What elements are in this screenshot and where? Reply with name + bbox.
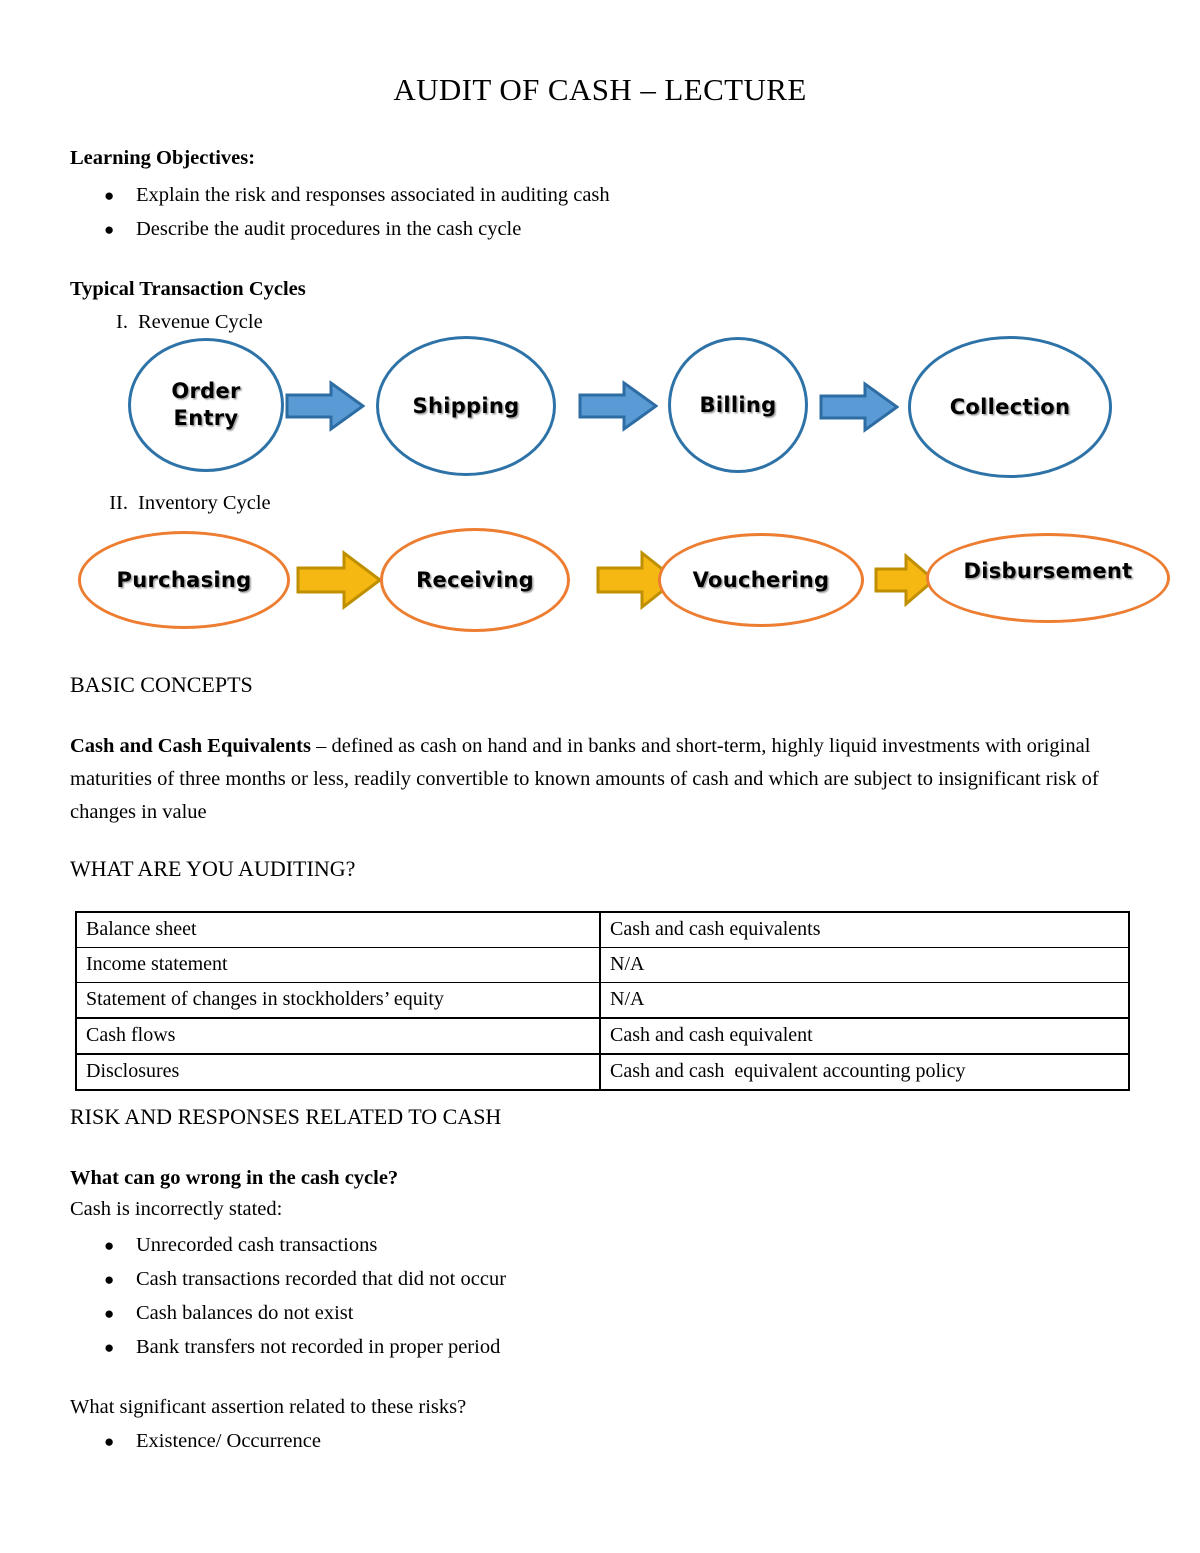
table-cell-statement: Disclosures (75, 1053, 601, 1091)
transaction-cycles-heading: Typical Transaction Cycles (70, 278, 306, 300)
bullet-icon: ● (104, 1270, 115, 1289)
list-item: ● Existence/ Occurrence (104, 1428, 321, 1455)
table-cell-account: Cash and cash equivalent accounting poli… (599, 1053, 1130, 1091)
flow-arrow-2 (578, 380, 659, 437)
right-arrow-icon (874, 552, 937, 608)
bullet-icon: ● (104, 1338, 115, 1357)
cycle-numeral: I. (116, 311, 128, 333)
cash-equivalents-term: Cash and Cash Equivalents (70, 735, 311, 757)
table-row: Cash flows Cash and cash equivalent (75, 1017, 1130, 1055)
table-row: Balance sheet Cash and cash equivalents (75, 911, 1130, 948)
audit-scope-table: Balance sheet Cash and cash equivalents … (75, 911, 1130, 1091)
table-row: Income statement N/A (75, 947, 1130, 983)
table-cell-account: Cash and cash equivalent (599, 1017, 1130, 1055)
table-cell-statement: Balance sheet (75, 911, 601, 948)
list-item-label: Cash balances do not exist (136, 1302, 354, 1324)
flow-node-collection: Collection (908, 336, 1112, 478)
page-title: AUDIT OF CASH – LECTURE (393, 72, 807, 107)
cash-equivalents-definition: Cash and Cash Equivalents – defined as c… (70, 730, 1132, 829)
list-item-label: Describe the audit procedures in the cas… (136, 218, 522, 240)
flow-arrow-4 (296, 550, 383, 615)
right-arrow-icon (596, 549, 679, 611)
right-arrow-icon (285, 380, 366, 432)
table-row: Disclosures Cash and cash equivalent acc… (75, 1053, 1130, 1091)
flow-arrow-3 (819, 381, 900, 438)
flow-node-shipping: Shipping (376, 336, 556, 476)
flow-arrow-6 (874, 552, 937, 612)
flow-arrow-5 (596, 549, 679, 615)
right-arrow-icon (578, 380, 659, 432)
flow-node-disbursement: Disbursement (926, 533, 1170, 623)
list-item-label: Cash transactions recorded that did not … (136, 1268, 507, 1290)
list-item: ● Describe the audit procedures in the c… (104, 216, 521, 243)
table-row: Statement of changes in stockholders’ eq… (75, 982, 1130, 1019)
table-cell-statement: Statement of changes in stockholders’ eq… (75, 982, 601, 1019)
list-item-label: Explain the risk and responses associate… (136, 184, 610, 206)
table-cell-account: N/A (599, 982, 1130, 1019)
basic-concepts-heading: BASIC CONCEPTS (70, 672, 253, 697)
table-cell-account: Cash and cash equivalents (599, 911, 1130, 948)
flow-node-billing: Billing (668, 337, 808, 473)
bullet-icon: ● (104, 220, 115, 239)
flow-node-vouchering: Vouchering (658, 533, 864, 627)
cash-equivalents-text: – defined as cash on hand and in banks a… (70, 735, 1099, 823)
table-cell-statement: Cash flows (75, 1017, 601, 1055)
cycle-label: Inventory Cycle (138, 492, 271, 514)
bullet-icon: ● (104, 1304, 115, 1323)
list-item: ● Unrecorded cash transactions (104, 1232, 377, 1259)
cycle-label: Revenue Cycle (138, 311, 263, 333)
bullet-icon: ● (104, 1236, 115, 1255)
list-item-label: Bank transfers not recorded in proper pe… (136, 1336, 501, 1358)
flow-node-order-entry: Order Entry (128, 338, 284, 472)
list-item: ● Cash balances do not exist (104, 1300, 353, 1327)
cycle-list-item-revenue: I. Revenue Cycle (100, 309, 263, 335)
bullet-icon: ● (104, 1432, 115, 1451)
list-item-label: Existence/ Occurrence (136, 1430, 321, 1452)
flow-arrow-1 (285, 380, 366, 437)
risk-question-2: What significant assertion related to th… (70, 1396, 467, 1418)
cycle-list-item-inventory: II. Inventory Cycle (100, 490, 271, 516)
learning-objectives-heading: Learning Objectives: (70, 147, 256, 169)
table-cell-account: N/A (599, 947, 1130, 983)
right-arrow-icon (296, 550, 383, 610)
table-cell-statement: Income statement (75, 947, 601, 983)
bullet-icon: ● (104, 186, 115, 205)
right-arrow-icon (819, 381, 900, 433)
risk-lead-in: Cash is incorrectly stated: (70, 1198, 283, 1220)
what-are-you-auditing-heading: WHAT ARE YOU AUDITING? (70, 856, 356, 881)
flow-node-receiving: Receiving (380, 528, 570, 632)
risk-question-1: What can go wrong in the cash cycle? (70, 1167, 399, 1189)
list-item: ● Explain the risk and responses associa… (104, 182, 610, 209)
list-item-label: Unrecorded cash transactions (136, 1234, 378, 1256)
risk-responses-heading: RISK AND RESPONSES RELATED TO CASH (70, 1104, 502, 1129)
list-item: ● Cash transactions recorded that did no… (104, 1266, 506, 1293)
cycle-numeral: II. (109, 492, 128, 514)
list-item: ● Bank transfers not recorded in proper … (104, 1334, 500, 1361)
flow-node-purchasing: Purchasing (78, 531, 290, 629)
